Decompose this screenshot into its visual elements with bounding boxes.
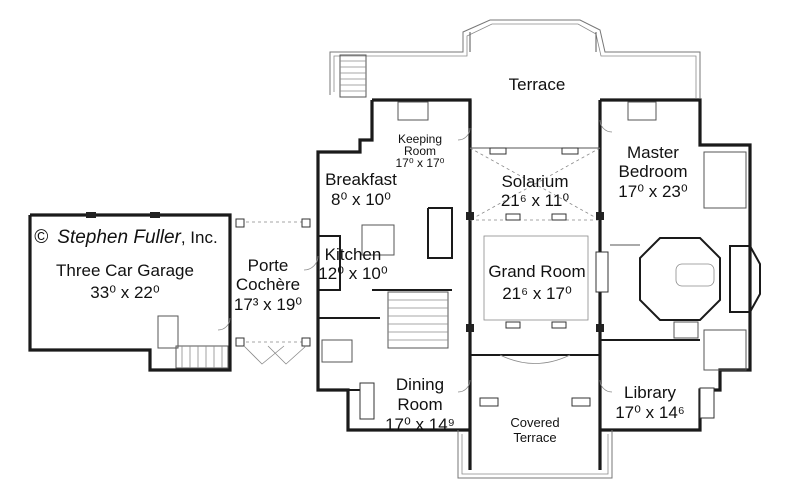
garage-walls	[28, 212, 232, 372]
dining-details	[318, 339, 375, 420]
copyright-name: Stephen Fuller	[57, 227, 181, 248]
kitchen-details	[318, 101, 453, 349]
grand-room-name: Grand Room	[488, 262, 585, 281]
dining-room-name1: Dining	[396, 375, 444, 394]
porte-cochere-name1: Porte	[248, 256, 289, 275]
master-bedroom-name1: Master	[627, 143, 679, 162]
garage-name: Three Car Garage	[56, 261, 194, 280]
terrace-label: Terrace	[509, 75, 566, 94]
library-name: Library	[624, 383, 676, 402]
garage-size: 33⁰ x 22⁰	[90, 283, 160, 302]
door-swings	[217, 119, 613, 393]
terrace-railing	[329, 19, 701, 98]
keeping-room-size: 17⁰ x 17⁰	[396, 156, 445, 170]
copyright-label: © Stephen Fuller, Inc.	[34, 227, 218, 248]
covered-terrace-outline	[457, 397, 613, 479]
copyright-symbol: ©	[34, 227, 48, 248]
covered-terrace-name1: Covered	[510, 415, 559, 430]
dining-room-size: 17⁰ x 14⁹	[385, 415, 455, 434]
kitchen-size: 12⁰ x 10⁰	[318, 264, 388, 283]
porte-cochere-outline	[235, 218, 311, 365]
kitchen-name: Kitchen	[325, 245, 382, 264]
porte-cochere-name2: Cochère	[236, 275, 300, 294]
library-size: 17⁰ x 14⁶	[615, 403, 685, 422]
keeping-room-name1: Keeping	[398, 132, 442, 146]
covered-terrace-name2: Terrace	[513, 430, 556, 445]
copyright-suffix: , Inc.	[181, 228, 218, 247]
grand-room-size: 21⁶ x 17⁰	[502, 284, 572, 303]
keeping-room-name2: Room	[404, 144, 436, 158]
terrace-stair	[339, 54, 367, 98]
porte-cochere-size: 17³ x 19⁰	[234, 295, 302, 314]
master-bedroom-size: 17⁰ x 23⁰	[618, 182, 688, 201]
grand-room-details	[466, 147, 609, 364]
master-suite-details	[600, 101, 761, 419]
solarium-size: 21⁶ x 11⁰	[501, 191, 570, 210]
solarium-name: Solarium	[501, 172, 568, 191]
breakfast-name: Breakfast	[325, 170, 397, 189]
dining-room-name2: Room	[397, 395, 442, 414]
master-bedroom-name2: Bedroom	[619, 162, 688, 181]
breakfast-size: 8⁰ x 10⁰	[331, 190, 391, 209]
